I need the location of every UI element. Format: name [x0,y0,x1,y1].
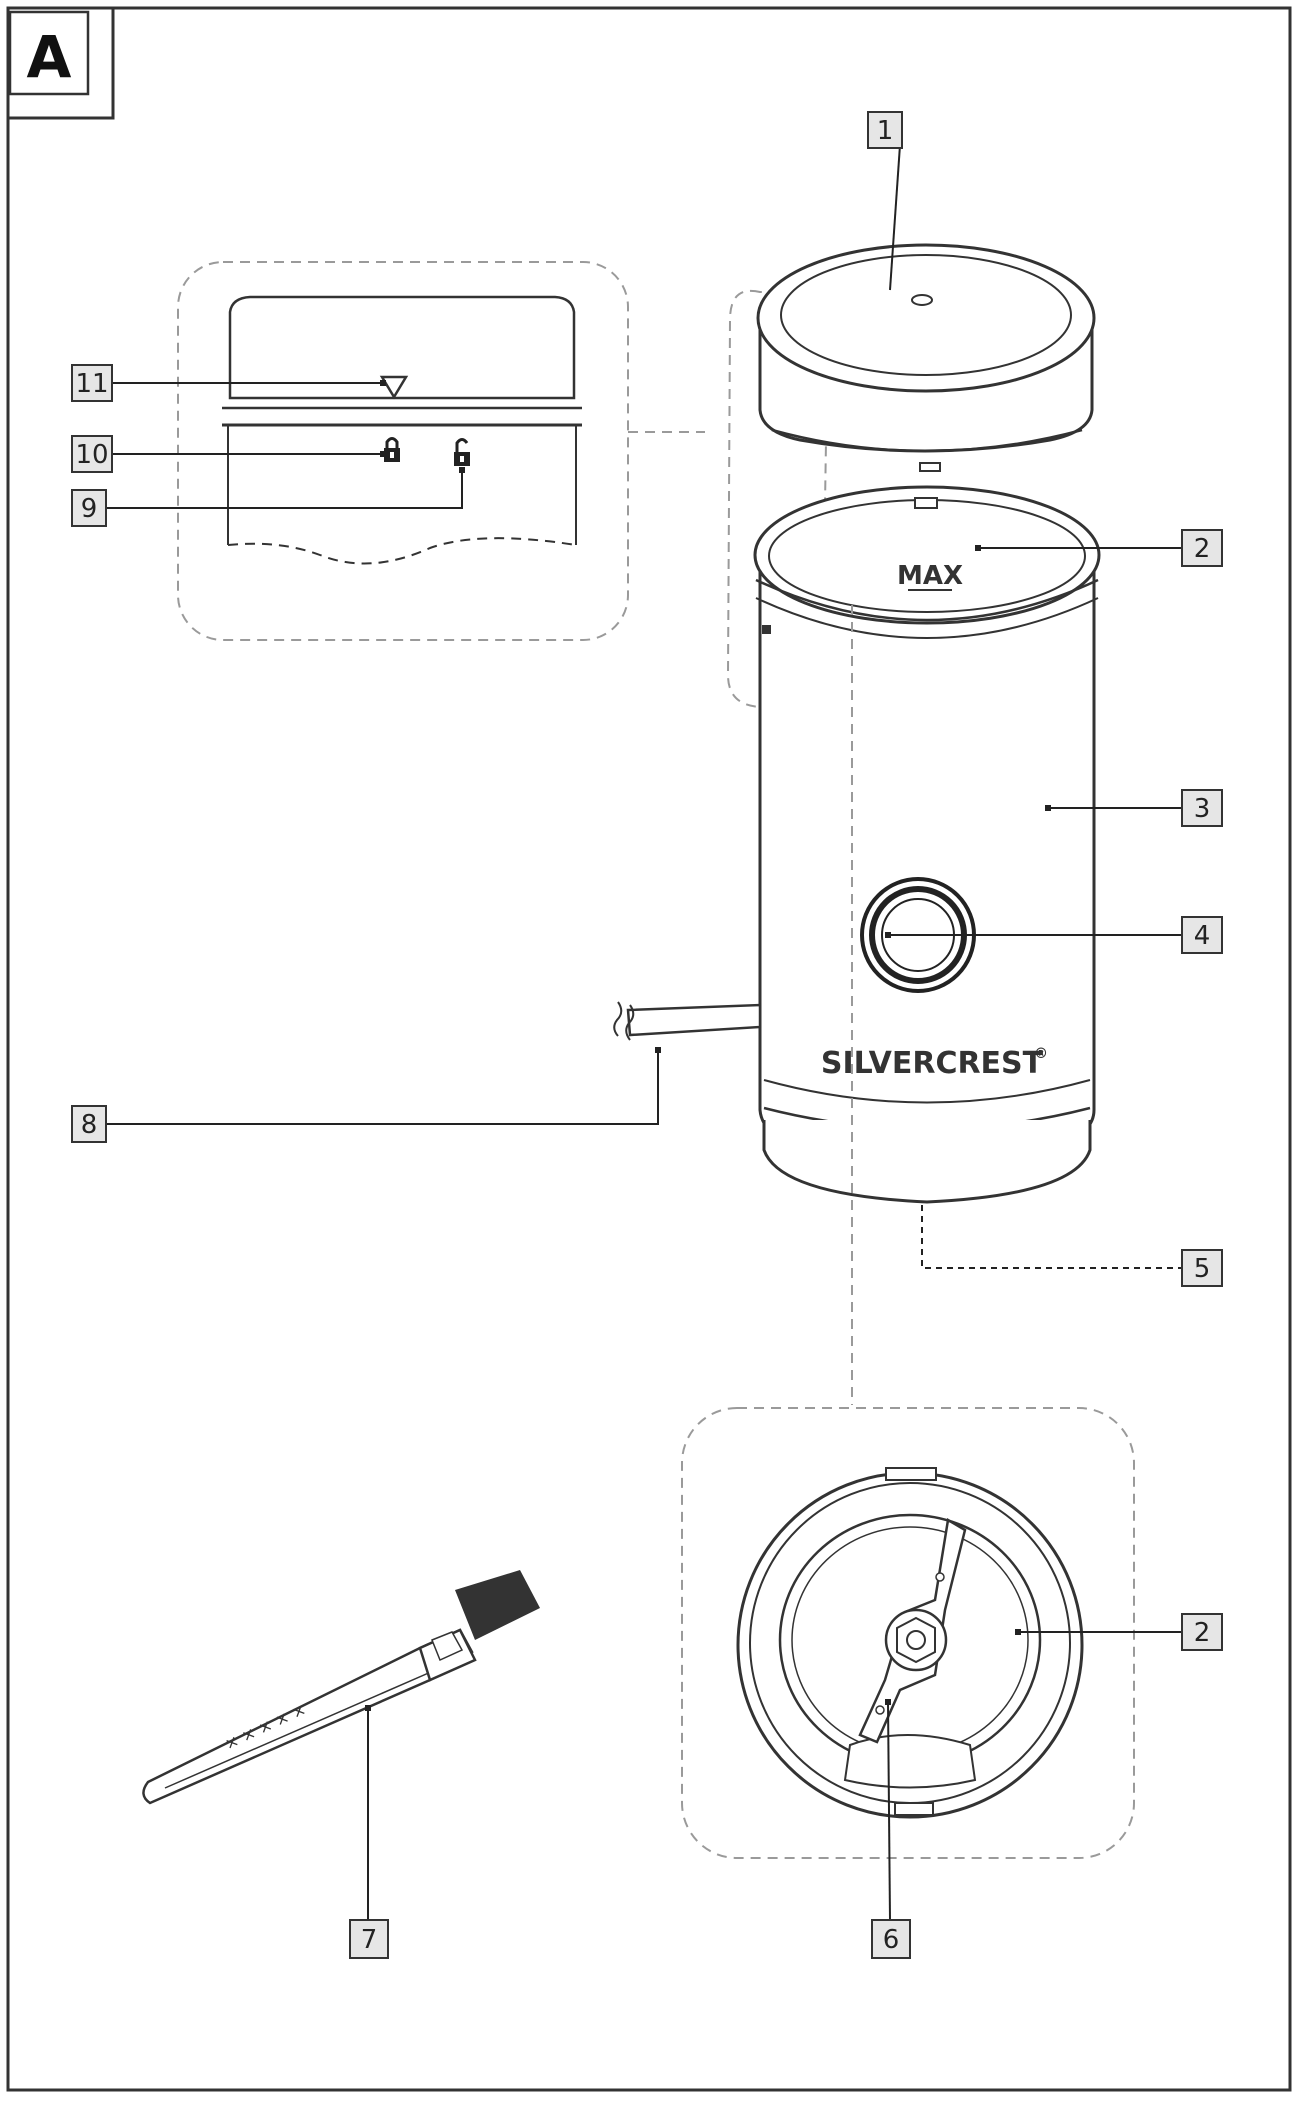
lock-icon [384,437,400,462]
section-tab: A [6,6,115,120]
callout-c8: 8 [71,1105,107,1143]
section-label: A [27,23,72,91]
callout-c6: 6 [871,1919,911,1959]
cleaning-brush: × × × × × [142,1570,540,1920]
callout-label: 2 [1194,1618,1211,1648]
callout-c10: 10 [71,435,113,473]
callout-label: 11 [75,369,108,399]
callout-c4: 4 [1181,916,1223,954]
unlock-icon [454,438,470,466]
leader-lines [885,545,1182,1269]
callout-label: 9 [81,494,98,524]
callout-label: 2 [1194,534,1211,564]
brand-mark: ® [1034,1046,1048,1062]
callout-c3: 3 [1181,789,1223,827]
power-cord [104,1001,762,1125]
callout-label: 10 [75,440,108,470]
callout-c7: 7 [349,1919,389,1959]
figure-frame [6,6,1292,2092]
callout-label: 3 [1194,794,1211,824]
callout-c5: 5 [1181,1249,1223,1287]
callout-c2-bottom: 2 [1181,1613,1223,1651]
callout-label: 6 [883,1925,900,1955]
callout-c9: 9 [71,489,107,527]
callout-label: 7 [361,1925,378,1955]
callout-label: 1 [877,116,894,146]
blade-detail-inset [681,1407,1182,1921]
callout-c2-top: 2 [1181,529,1223,567]
callout-c11: 11 [71,364,113,402]
triangle-mark-icon [379,375,409,400]
callout-label: 4 [1194,921,1211,951]
lock-detail-inset [104,261,629,641]
callout-label: 5 [1194,1254,1211,1284]
callout-c1: 1 [867,111,903,149]
callout-label: 8 [81,1110,98,1140]
max-label: MAX [897,561,963,591]
grinder-lid [756,144,1096,472]
brand-text: SILVERCREST [821,1046,1044,1081]
grinder-body: MAX SILVERCREST ® [753,485,1101,1204]
